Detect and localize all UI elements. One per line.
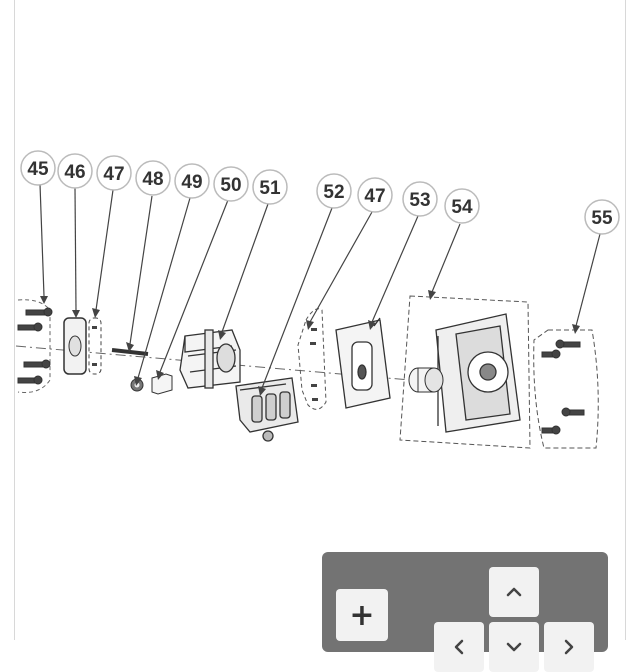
callout-47: 47 xyxy=(96,155,132,191)
leader-arrowheads xyxy=(40,290,580,396)
zoom-in-button[interactable]: + xyxy=(336,589,388,641)
callout-52: 52 xyxy=(316,173,352,209)
callout-55: 55 xyxy=(584,199,620,235)
exploded-parts-diagram[interactable]: 45 46 47 48 49 50 51 52 47 53 54 55 xyxy=(0,0,640,640)
leader-lines xyxy=(39,183,601,389)
callouts: 45 46 47 48 49 50 51 52 47 53 54 55 xyxy=(20,150,620,235)
svg-text:47: 47 xyxy=(103,164,124,185)
part-46-plate xyxy=(63,317,87,375)
svg-text:49: 49 xyxy=(181,172,202,193)
chevron-left-icon xyxy=(454,639,464,655)
svg-text:47: 47 xyxy=(364,186,385,207)
callout-54: 54 xyxy=(444,188,480,224)
diagram-frame xyxy=(14,0,626,640)
pan-down-button[interactable] xyxy=(489,622,539,672)
part-48-pin xyxy=(111,348,149,356)
callout-53: 53 xyxy=(402,181,438,217)
part-51-housing xyxy=(179,329,241,389)
callout-45: 45 xyxy=(20,150,56,186)
callout-51: 51 xyxy=(252,169,288,205)
part-52-assembly xyxy=(235,377,299,442)
part-47-gasket xyxy=(88,317,102,375)
pan-right-button[interactable] xyxy=(544,622,594,672)
part-49-nut xyxy=(130,378,144,392)
part-47-gasket-right xyxy=(297,308,327,410)
svg-text:52: 52 xyxy=(323,182,344,203)
svg-text:51: 51 xyxy=(259,178,281,199)
svg-text:48: 48 xyxy=(142,169,163,190)
pan-up-button[interactable] xyxy=(489,567,539,617)
part-54-housing xyxy=(399,295,531,449)
chevron-up-icon xyxy=(506,587,522,597)
callout-49: 49 xyxy=(174,163,210,199)
callout-46: 46 xyxy=(57,153,93,189)
chevron-right-icon xyxy=(564,639,574,655)
svg-text:55: 55 xyxy=(591,208,613,229)
callout-47-right: 47 xyxy=(357,177,393,213)
svg-text:45: 45 xyxy=(27,159,49,180)
svg-text:53: 53 xyxy=(409,190,430,211)
callout-48: 48 xyxy=(135,160,171,196)
pan-left-button[interactable] xyxy=(434,622,484,672)
part-45-screws xyxy=(17,299,53,393)
zoom-pan-control-panel: + xyxy=(322,552,608,672)
part-50-block xyxy=(151,373,173,395)
chevron-down-icon xyxy=(506,642,522,652)
callout-50: 50 xyxy=(213,166,249,202)
svg-text:46: 46 xyxy=(64,162,85,183)
part-53-plate xyxy=(335,317,391,409)
svg-text:54: 54 xyxy=(451,197,473,218)
svg-text:50: 50 xyxy=(220,175,241,196)
part-55-screws xyxy=(533,329,599,449)
